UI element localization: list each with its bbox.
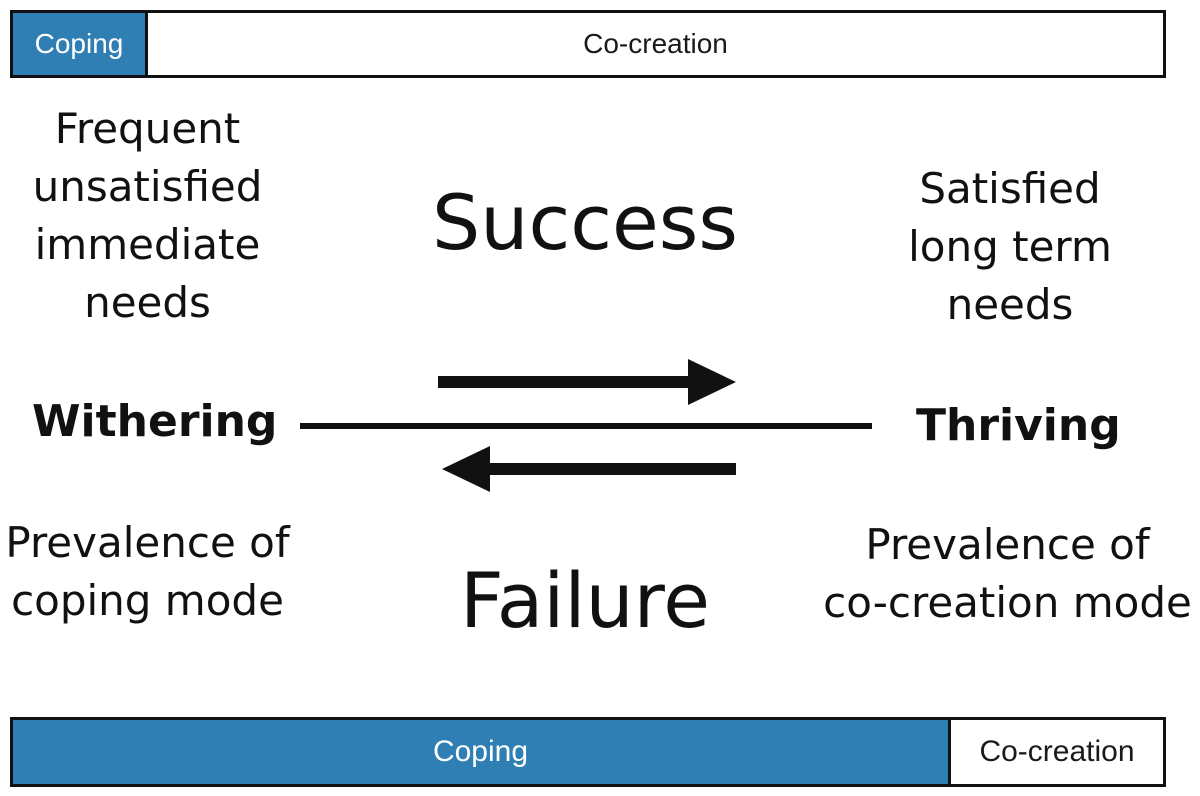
- left-mode-line: coping mode: [11, 576, 284, 625]
- right-needs-text: Satisfied long term needs: [860, 160, 1160, 334]
- left-mode-text: Prevalence of coping mode: [0, 514, 295, 630]
- bottom-cocreation-segment: Co-creation: [951, 720, 1163, 784]
- failure-heading: Failure: [459, 556, 711, 645]
- right-needs-line: needs: [946, 280, 1074, 329]
- right-needs-line: Satisfied: [919, 164, 1101, 213]
- bottom-coping-segment: Coping: [13, 720, 951, 784]
- left-mode-line: Prevalence of: [5, 518, 290, 567]
- left-needs-line: unsatisfied: [32, 162, 263, 211]
- left-arrow: [442, 446, 736, 492]
- left-needs-text: Frequent unsatisfied immediate needs: [0, 100, 295, 332]
- top-cocreation-segment: Co-creation: [148, 13, 1163, 75]
- thriving-label: Thriving: [916, 400, 1121, 451]
- right-mode-line: co-creation mode: [823, 578, 1192, 627]
- right-mode-text: Prevalence of co-creation mode: [815, 516, 1200, 632]
- left-needs-line: immediate: [34, 220, 261, 269]
- top-mode-bar: Coping Co-creation: [10, 10, 1166, 78]
- left-needs-line: Frequent: [54, 104, 241, 153]
- bottom-mode-bar: Coping Co-creation: [10, 717, 1166, 787]
- right-mode-line: Prevalence of: [865, 520, 1150, 569]
- top-coping-segment: Coping: [13, 13, 148, 75]
- withering-label: Withering: [32, 396, 278, 447]
- success-heading: Success: [432, 178, 738, 267]
- right-arrow: [438, 359, 736, 405]
- right-needs-line: long term: [908, 222, 1112, 271]
- left-needs-line: needs: [84, 278, 211, 327]
